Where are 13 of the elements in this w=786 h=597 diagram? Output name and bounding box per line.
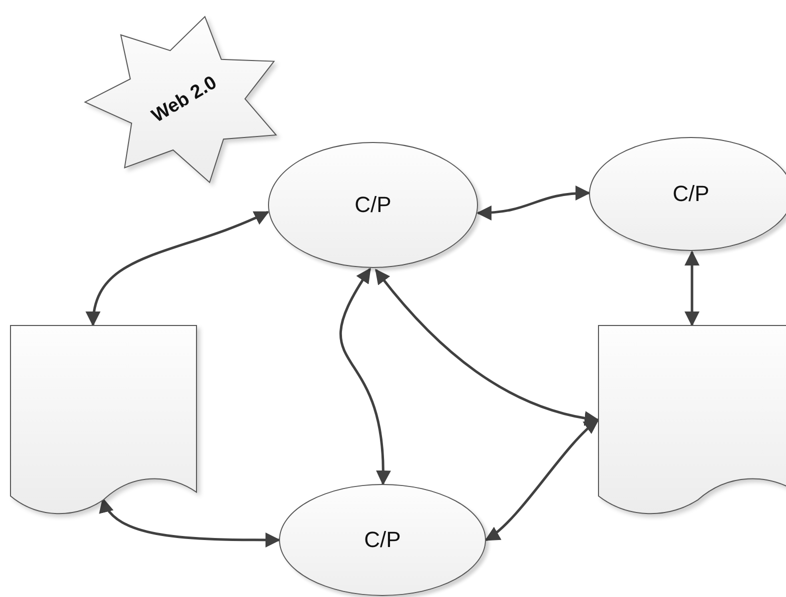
connector-arrow bbox=[86, 210, 270, 326]
node-label: C/P bbox=[364, 527, 401, 553]
connector-arrow bbox=[476, 186, 590, 220]
document-shape bbox=[598, 325, 786, 515]
node-label: C/P bbox=[672, 181, 710, 207]
node-label: Web 2.0 bbox=[148, 72, 222, 128]
document-shape bbox=[10, 325, 197, 515]
connector-arrow bbox=[340, 268, 390, 486]
node-label: C/P bbox=[354, 192, 392, 218]
connector-arrow bbox=[101, 498, 280, 548]
connector-arrow bbox=[684, 250, 700, 326]
connector-arrow bbox=[484, 419, 600, 542]
connector-arrow bbox=[375, 268, 600, 426]
